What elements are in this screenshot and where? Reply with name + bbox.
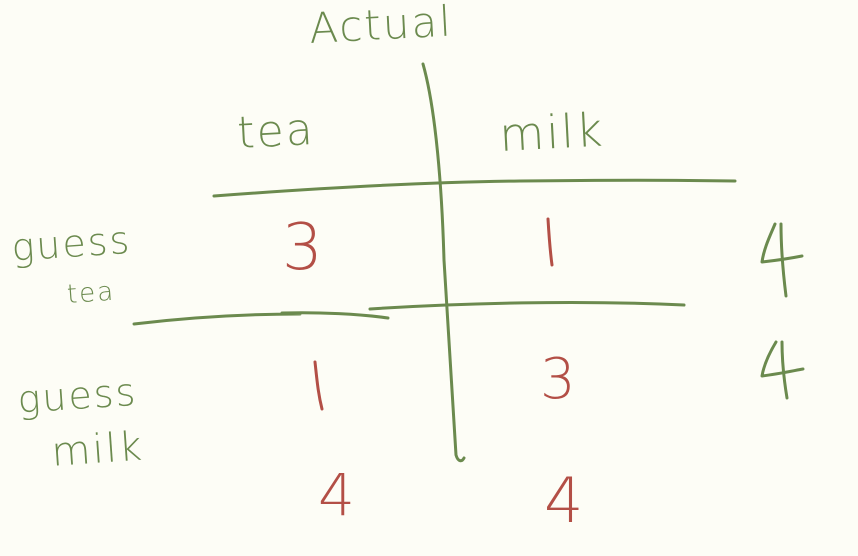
cell-guess-tea-actual-milk: 1 — [536, 210, 577, 274]
cell-guess-tea-actual-tea: 3 — [282, 211, 323, 285]
column-total-milk: 4 — [544, 464, 584, 537]
row-label-guess-milk-line1: guess — [16, 369, 139, 422]
cell-guess-milk-actual-milk: 3 — [540, 347, 576, 412]
row-label-guess-tea-line2: tea — [66, 276, 117, 310]
actual-header: Actual — [308, 0, 454, 53]
row-total-guess-milk: 4 — [760, 340, 801, 404]
row-total-2-stroke — [760, 340, 805, 400]
header-underline — [212, 178, 737, 198]
column-header-milk: milk — [498, 102, 606, 162]
row-divider-line — [132, 300, 686, 326]
vertical-divider — [421, 62, 466, 463]
column-header-tea: tea — [236, 103, 316, 159]
column-total-tea: 4 — [318, 461, 355, 529]
row-total-guess-tea: 4 — [760, 224, 801, 288]
row-label-guess-tea-line1: guess — [10, 217, 133, 270]
cell-guess-milk-actual-tea: 1 — [304, 352, 345, 416]
row-total-1-stroke — [760, 222, 804, 298]
cell-milk-tea-stroke — [313, 360, 324, 411]
cell-tea-milk-stroke — [546, 217, 554, 267]
row-label-guess-milk-line2: milk — [50, 423, 146, 476]
